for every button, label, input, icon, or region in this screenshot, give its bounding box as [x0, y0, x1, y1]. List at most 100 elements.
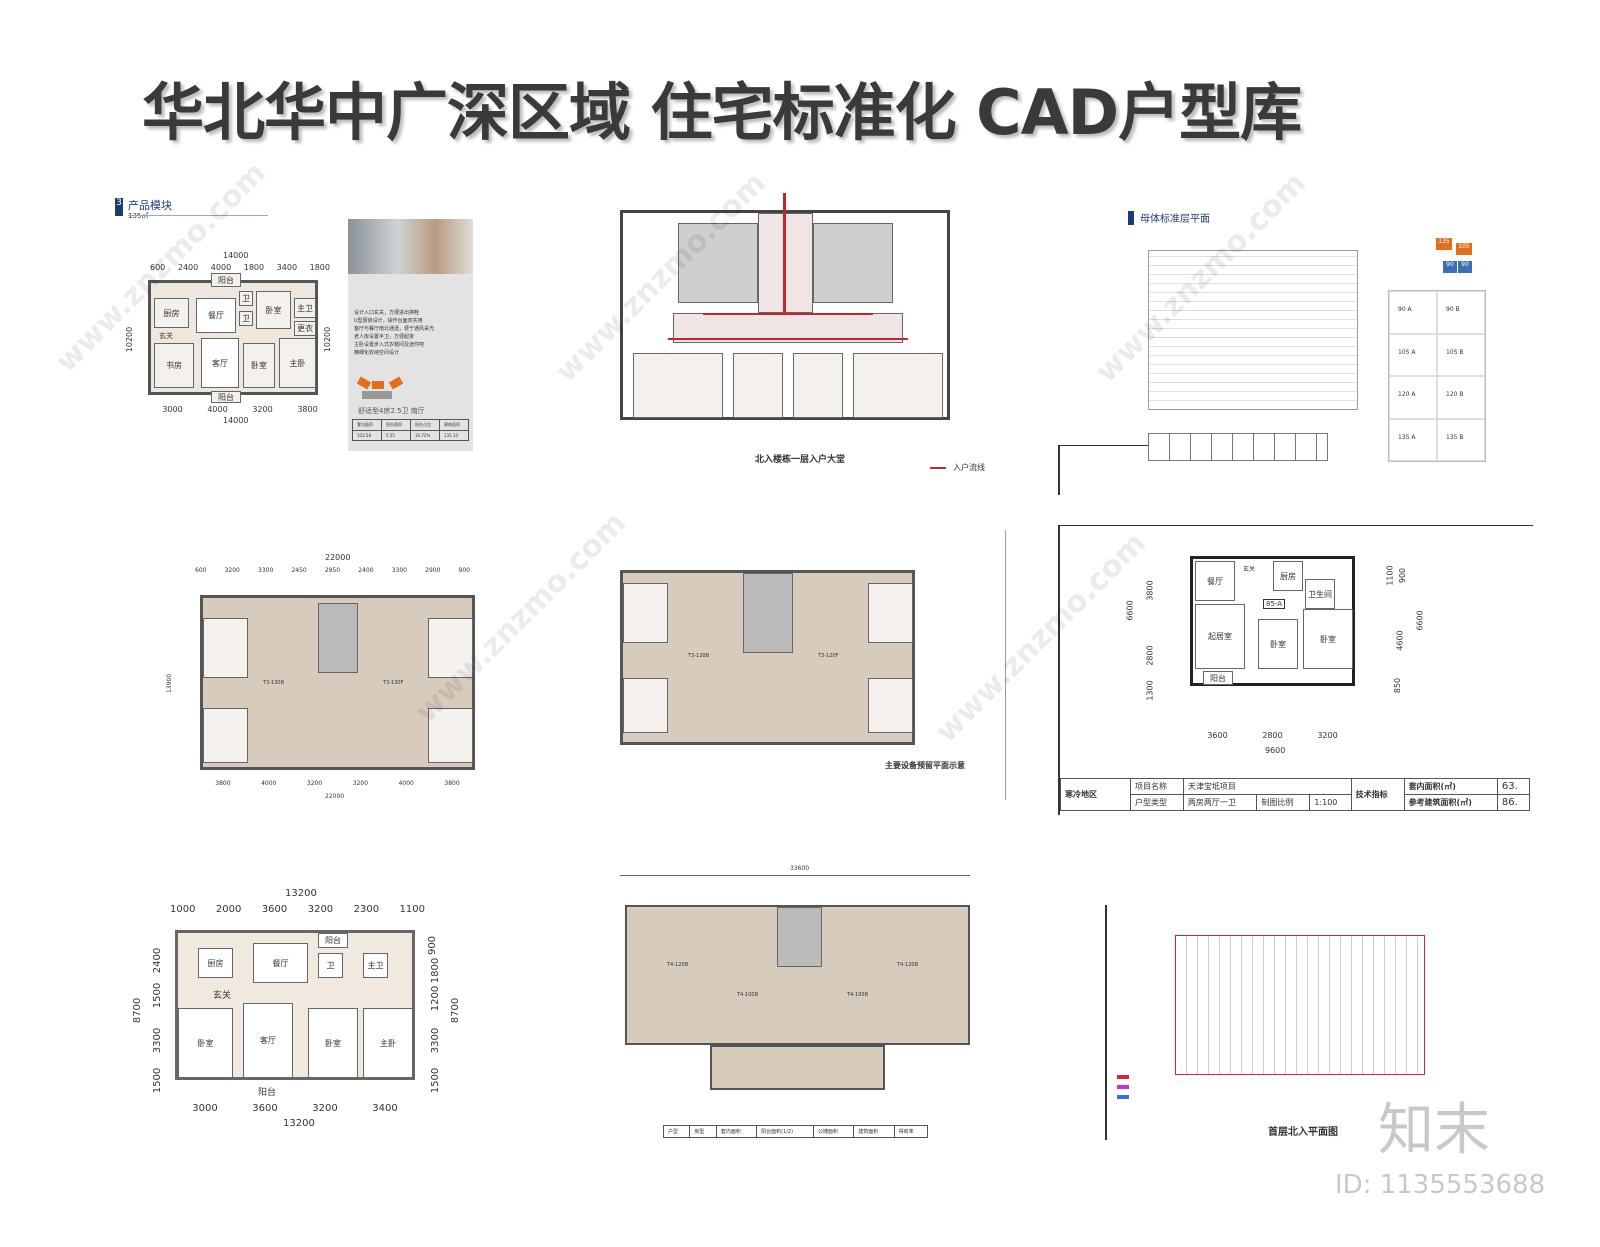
feature-item: 客厅与餐厅南北通透，便于通风采光 — [354, 326, 435, 332]
feature-item: 老人房设置半卫，方便起夜 — [354, 334, 415, 340]
th: 阳台面积(1/2) — [756, 1125, 814, 1138]
image-id: ID: 1135553688 — [1335, 1170, 1546, 1200]
two-unit-floor-plan: T3-130B T3-130F — [200, 595, 475, 770]
dim: 900 — [1398, 567, 1408, 584]
scale: 1:100 — [1309, 794, 1352, 811]
dim: 1500 — [152, 1067, 164, 1094]
dim: 1800 — [430, 957, 442, 984]
stair-core — [777, 907, 822, 967]
feature-item: U型厨房设计，操作台面双实用 — [354, 318, 423, 324]
dim: 4000 — [261, 780, 277, 787]
legend-swatch — [1117, 1075, 1129, 1079]
dim-bottom-total: 14000 — [223, 416, 249, 425]
lobby-floor-plan — [620, 193, 950, 420]
unit — [853, 353, 943, 418]
floor-plan-135: 阳台 厨房 餐厅 卫 卫 卧室 主卫 更衣 玄关 书房 客厅 卧室 主卧 阳台 — [148, 273, 318, 403]
project-name: 天津宝坻项目 — [1182, 778, 1352, 795]
dim: 4000 — [210, 263, 232, 272]
unit-label: T4-100B — [737, 992, 759, 998]
label: 参考建筑面积(㎡) — [1403, 794, 1498, 811]
room-label: 玄关 — [159, 332, 173, 340]
room: 卧室 — [1258, 619, 1298, 669]
stair-core-right — [813, 223, 893, 303]
dim: 900 — [458, 567, 470, 574]
dim-height: 10200 — [323, 326, 333, 353]
unit-type: 两房两厅一卫 — [1182, 794, 1258, 811]
th: 套内面积 — [352, 419, 382, 431]
dim: 2900 — [425, 567, 441, 574]
dim: 3300 — [430, 1027, 442, 1054]
unit-label: T4-120B — [667, 962, 689, 968]
dim: 3200 — [306, 780, 323, 787]
dim-bottom-total: 9600 — [1265, 746, 1286, 755]
room — [623, 583, 668, 643]
room: 卫 — [239, 311, 253, 326]
td: 10.72% — [410, 430, 440, 441]
td: 135.10 — [439, 430, 469, 441]
dim: 3600 — [1207, 731, 1228, 740]
th: 阳台占比 — [410, 419, 440, 431]
unit-label: T4-120B — [897, 962, 919, 968]
section-title: 产品模块 — [128, 199, 172, 212]
dim: 1100 — [1385, 565, 1395, 586]
dim-height: 13900 — [166, 673, 174, 694]
th: 公摊面积 — [812, 1125, 855, 1138]
type-label: 舒适型4房2.5卫 南厅 — [358, 407, 425, 415]
unit-type: 90 B — [1437, 291, 1485, 334]
unit-type: 120 B — [1437, 376, 1485, 419]
dim-bottom-total: 22000 — [325, 793, 345, 800]
room: 餐厅 — [253, 943, 308, 983]
dim: 4600 — [1395, 630, 1405, 651]
td: 103.58 — [352, 430, 382, 441]
dim: 3200 — [352, 780, 369, 787]
room: 卫 — [318, 953, 343, 978]
unit-type: 90 A — [1389, 291, 1437, 334]
unit-label: T3-130B — [263, 680, 285, 686]
legend-arrow-icon — [930, 467, 946, 469]
dim: 3800 — [1145, 580, 1155, 601]
dim-top-total: 14000 — [223, 251, 249, 260]
room: 厨房 — [1273, 561, 1303, 591]
panel-four-unit-plan: 33600 T4-120B T4-120B T4-100B T4-100B 户型… — [600, 865, 980, 1145]
unit-tag: 85-A — [1263, 599, 1286, 609]
room: 阳台 — [1203, 671, 1233, 685]
room — [868, 678, 913, 733]
area-table — [1148, 433, 1328, 461]
room-label: 玄关 — [213, 991, 232, 1001]
label: 项目名称 — [1130, 778, 1184, 795]
frame-line — [1105, 905, 1107, 1140]
floor-plan-13200: 厨房 餐厅 阳台 卫 主卫 玄关 卧室 客厅 卧室 主卧 阳台 — [175, 930, 415, 1098]
room: 主卧 — [279, 338, 316, 388]
unit-type: 105 B — [1437, 333, 1485, 376]
ground-floor-caption: 首层北入平面图 — [1268, 1127, 1338, 1138]
divider — [128, 215, 268, 216]
dim: 2800 — [1145, 645, 1155, 666]
legend-swatch — [1117, 1095, 1129, 1099]
dim: 2450 — [291, 567, 307, 574]
unit-type: 120 A — [1389, 376, 1437, 419]
room: 起居室 — [1195, 604, 1245, 669]
room: 主卧 — [363, 1008, 413, 1078]
dim: 3300 — [391, 567, 407, 574]
dim-top-total: 13200 — [285, 888, 317, 899]
th: 得房率 — [893, 1125, 929, 1138]
frame-line — [1058, 445, 1148, 446]
room: 卧室 — [178, 1008, 233, 1078]
panel-standard-floor: 母体标准层平面 135 105 90 90 90 A 90 B 105 A 10… — [1058, 205, 1533, 495]
feature-item: 精细化收纳空间设计 — [354, 350, 400, 356]
panel-ground-floor: 首层北入平面图 — [1105, 905, 1460, 1140]
dim-height: 6600 — [1415, 610, 1425, 631]
unit-label: T3-130F — [383, 680, 404, 686]
title-block-table: 寒冷地区 项目名称 天津宝坻项目 技术指标 套内面积(㎡) 63. 户型类型 两… — [1060, 778, 1531, 811]
legend-label: 入户流线 — [953, 463, 985, 472]
inner-area: 63. — [1496, 778, 1531, 795]
label: 户型类型 — [1130, 794, 1184, 811]
page-title: 华北华中广深区域 住宅标准化 CAD户型库 — [142, 76, 1302, 149]
dim: 2800 — [1262, 731, 1283, 740]
